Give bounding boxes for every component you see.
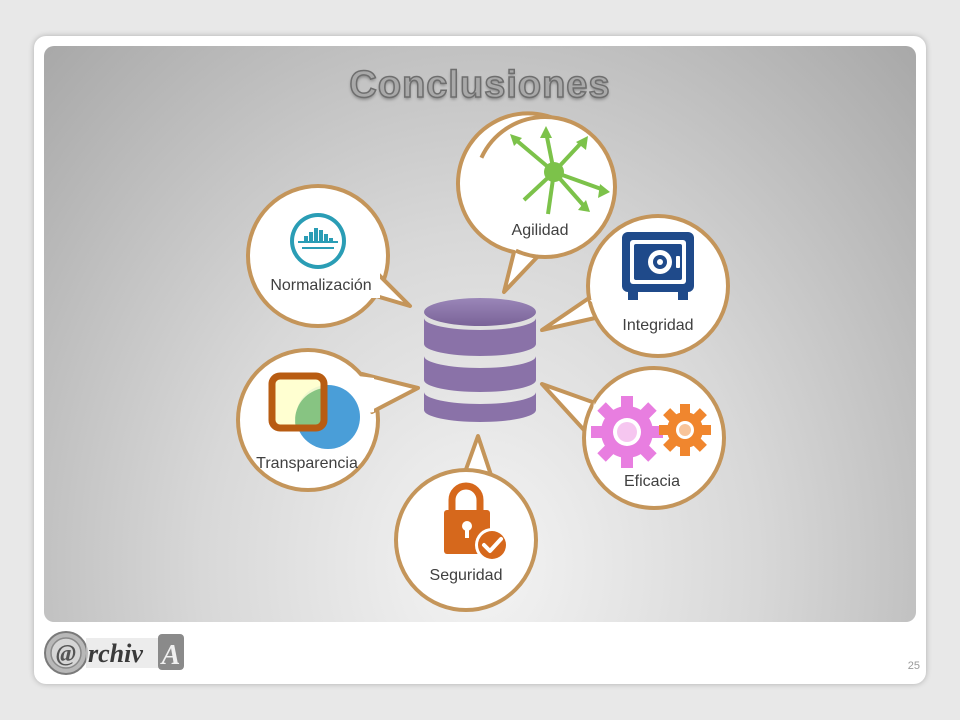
gears-icon — [591, 396, 711, 468]
normalization-chart-icon — [290, 213, 346, 269]
archiva-logo: @ rchiv A — [42, 628, 187, 678]
database-icon — [424, 298, 536, 422]
network-arrows-icon — [510, 126, 610, 215]
svg-text:rchiv: rchiv — [88, 639, 143, 668]
concept-label-integridad: Integridad — [622, 317, 693, 334]
safe-icon — [622, 232, 694, 300]
concept-label-eficacia: Eficacia — [624, 473, 680, 490]
svg-text:@: @ — [56, 641, 76, 667]
svg-text:A: A — [160, 640, 181, 671]
archiva-logo-mark: @ rchiv A — [44, 631, 184, 675]
lock-check-icon — [444, 482, 509, 562]
page-number: 25 — [907, 660, 920, 672]
slide-title: Conclusiones — [349, 63, 611, 107]
concept-label-transparencia: Transparencia — [256, 455, 358, 472]
concept-label-agilidad: Agilidad — [512, 222, 569, 239]
bubble-agilidad — [456, 111, 617, 294]
concept-label-seguridad: Seguridad — [430, 567, 503, 584]
concept-label-normalizacion: Normalización — [270, 277, 371, 294]
overlap-shapes-icon — [268, 372, 360, 449]
